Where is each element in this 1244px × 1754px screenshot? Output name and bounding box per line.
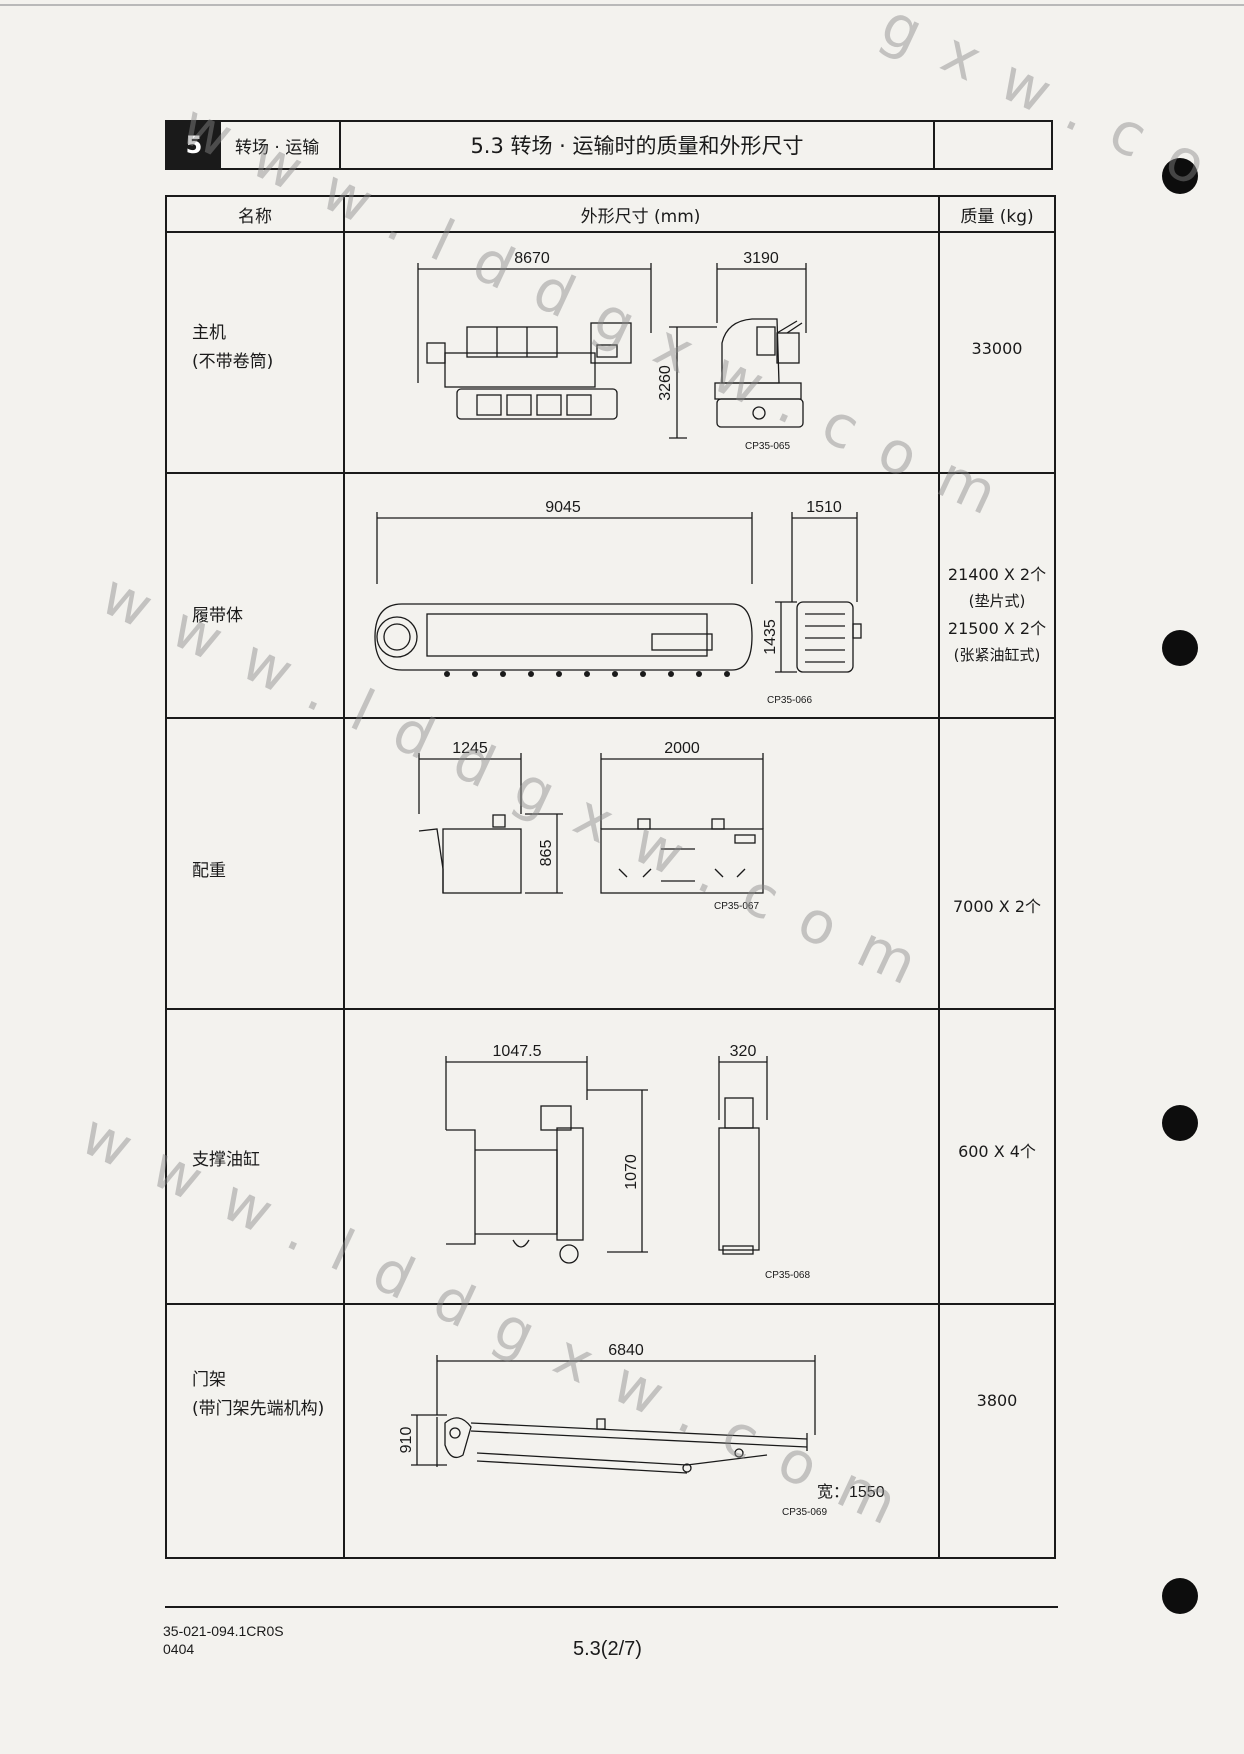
header-blank-cell <box>935 122 1051 168</box>
dim-length: 1245 <box>452 740 488 757</box>
row-mass-counterweight: 7000 X 2个 <box>938 893 1056 920</box>
page-top-edge <box>0 4 1244 6</box>
column-header-dimensions: 外形尺寸 (mm) <box>580 206 701 227</box>
mass-value: 21500 X 2个 <box>947 619 1047 638</box>
row-divider <box>167 717 1054 719</box>
binder-hole <box>1162 1105 1198 1141</box>
dim-width: 320 <box>730 1043 757 1060</box>
chapter-number: 5 <box>167 122 221 168</box>
chapter-title: 转场 · 运输 <box>221 122 341 168</box>
row-mass-outrigger-cylinder: 600 X 4个 <box>938 1138 1056 1165</box>
dim-width: 1510 <box>806 499 842 516</box>
drawing-code: CP35-065 <box>745 441 790 452</box>
drawing-code: CP35-067 <box>714 901 759 912</box>
dim-height: 1435 <box>762 619 779 655</box>
dim-width: 3190 <box>743 250 779 267</box>
mass-value: 7000 X 2个 <box>952 897 1042 916</box>
dim-length: 9045 <box>545 499 581 516</box>
doc-code-line: 35-021-094.1CR0S <box>163 1623 284 1639</box>
date-code-line: 0404 <box>163 1641 195 1657</box>
row-mass-main-machine: 33000 <box>938 335 1056 362</box>
row-name-outrigger-cylinder: 支撑油缸 <box>192 1146 260 1175</box>
document-code: 35-021-094.1CR0S 0404 <box>163 1622 284 1658</box>
mass-value: 21400 X 2个 <box>947 565 1047 584</box>
drawing-counterweight: 1245 865 2000 CP35-067 <box>347 719 937 1007</box>
name-line: (不带卷筒) <box>192 352 274 372</box>
dim-height: 1070 <box>623 1154 640 1190</box>
column-divider <box>343 197 345 1557</box>
name-line: 支撑油缸 <box>192 1150 260 1170</box>
dim-height: 910 <box>398 1427 415 1454</box>
dim-length-2: 2000 <box>664 740 700 757</box>
dim-height: 3260 <box>657 365 674 401</box>
mass-value: 600 X 4个 <box>958 1142 1036 1161</box>
section-title: 5.3 转场 · 运输时的质量和外形尺寸 <box>341 122 935 168</box>
dim-width-note: 宽：1550 <box>817 1483 885 1501</box>
row-mass-crawler: 21400 X 2个 (垫片式) 21500 X 2个 (张紧油缸式) <box>938 561 1056 669</box>
mass-note: (垫片式) <box>968 592 1026 610</box>
drawing-gantry: 6840 910 宽：1550 CP35-069 <box>347 1305 937 1557</box>
mass-value: 3800 <box>976 1391 1018 1410</box>
name-line: (带门架先端机构) <box>192 1399 325 1419</box>
drawing-code: CP35-068 <box>765 1270 810 1281</box>
row-name-crawler: 履带体 <box>192 602 243 631</box>
mass-note: (张紧油缸式) <box>953 646 1041 664</box>
dim-length: 8670 <box>514 250 550 267</box>
row-name-gantry: 门架 (带门架先端机构) <box>192 1366 324 1424</box>
name-line: 主机 <box>192 323 226 343</box>
name-line: 配重 <box>192 861 226 881</box>
row-divider <box>167 1303 1054 1305</box>
row-name-main-machine: 主机 (不带卷筒) <box>192 319 273 377</box>
drawing-code: CP35-066 <box>767 695 812 706</box>
row-divider <box>167 472 1054 474</box>
binder-hole <box>1162 1578 1198 1614</box>
row-mass-gantry: 3800 <box>938 1387 1056 1414</box>
drawing-main-machine: 8670 3190 3260 CP35-065 <box>347 233 937 471</box>
mass-value: 33000 <box>971 339 1023 358</box>
binder-hole <box>1162 630 1198 666</box>
name-line: 门架 <box>192 1370 226 1390</box>
dim-height: 865 <box>538 840 555 867</box>
name-line: 履带体 <box>192 606 243 626</box>
drawing-outrigger-cylinder: 1047.5 1070 320 CP35-068 <box>347 1010 937 1302</box>
header-row-divider <box>167 231 1054 233</box>
column-header-mass: 质量 (kg) <box>960 206 1034 227</box>
drawing-code: CP35-069 <box>782 1507 827 1518</box>
row-divider <box>167 1008 1054 1010</box>
row-name-counterweight: 配重 <box>192 857 226 886</box>
drawing-crawler: 9045 1510 1435 CP35-066 <box>347 474 937 716</box>
page-number: 5.3(2/7) <box>573 1638 642 1660</box>
section-header: 5 转场 · 运输 5.3 转场 · 运输时的质量和外形尺寸 <box>165 120 1053 170</box>
dim-length: 1047.5 <box>493 1043 542 1060</box>
column-header-name: 名称 <box>238 206 272 227</box>
binder-hole <box>1162 158 1198 194</box>
footer-rule <box>165 1606 1058 1608</box>
dim-length: 6840 <box>608 1342 644 1359</box>
dimension-mass-table: 名称 外形尺寸 (mm) 质量 (kg) 主机 (不带卷筒) 33000 <box>165 195 1056 1559</box>
column-divider <box>938 197 940 1557</box>
